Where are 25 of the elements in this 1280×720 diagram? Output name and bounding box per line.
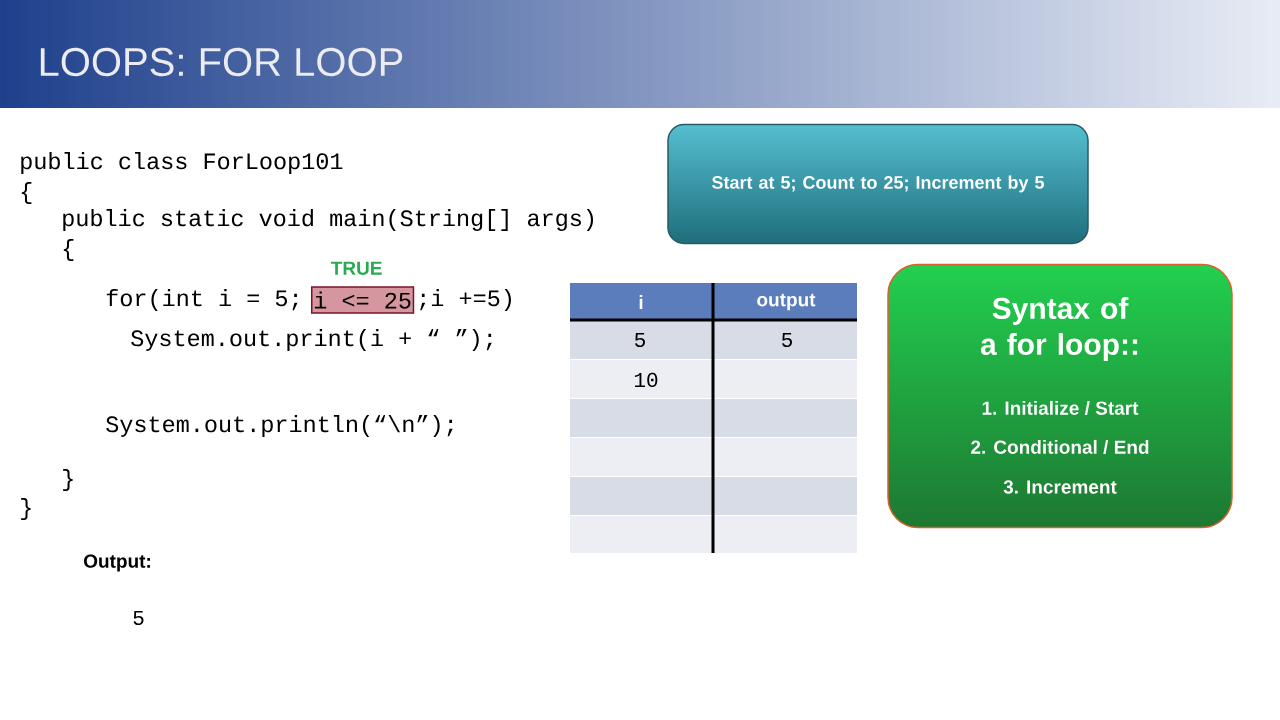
column-header: output bbox=[757, 293, 816, 311]
list-item: 3. Increment bbox=[1003, 480, 1117, 494]
list-item: 1. Initialize / Start bbox=[982, 400, 1139, 416]
table-value: 5 bbox=[635, 333, 645, 347]
column-header: i bbox=[639, 295, 643, 309]
condition-result: TRUE bbox=[331, 261, 382, 275]
output-heading: Output: bbox=[84, 554, 150, 572]
table-value: 10 bbox=[634, 372, 658, 388]
info-box: Start at 5; Count to 25; Increment by 5 bbox=[667, 123, 1089, 245]
code-line: { bbox=[63, 239, 74, 261]
code-line: public class ForLoop101 bbox=[21, 152, 343, 174]
code-line: } bbox=[21, 498, 31, 520]
list-item: 2. Conditional / End bbox=[971, 439, 1149, 455]
syntax-box bbox=[887, 263, 1233, 529]
code-line: for(int i = 5; bbox=[106, 289, 298, 311]
table-value: 5 bbox=[782, 333, 792, 347]
code-line: public static void main(String[] args) bbox=[63, 209, 594, 231]
code-line: } bbox=[63, 469, 73, 491]
program-output: 5 bbox=[133, 611, 144, 625]
slide-title: LOOPS: FOR LOOP bbox=[40, 47, 403, 77]
code-line: System.out.print(i + “ ”); bbox=[131, 329, 492, 351]
highlight-box: i <= 25 bbox=[311, 286, 415, 314]
code-line: System.out.println(“\n”); bbox=[106, 415, 453, 437]
box-heading: Syntax of a for loop:: bbox=[980, 297, 1138, 361]
code-line: { bbox=[21, 182, 32, 204]
